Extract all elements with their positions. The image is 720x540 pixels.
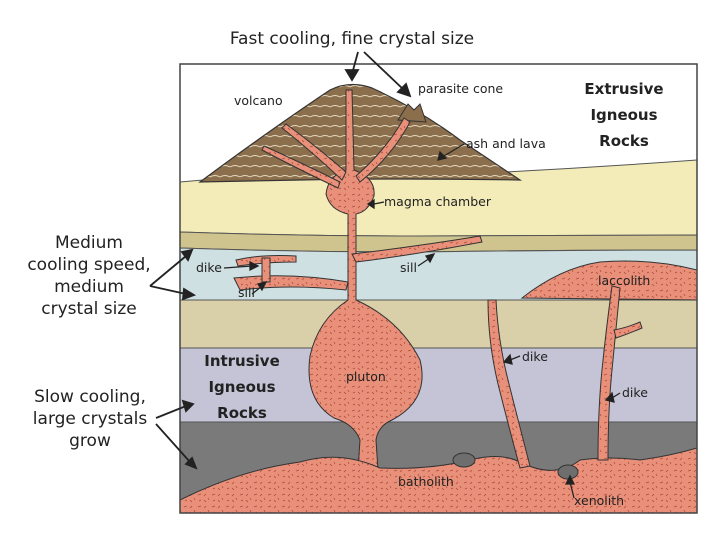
- slow-cooling-note: Slow cooling, large crystals grow: [16, 386, 164, 452]
- layer-tan: [180, 300, 697, 348]
- medium-line-2: cooling speed,: [14, 254, 164, 276]
- intrusive-title-1: Intrusive: [204, 352, 280, 370]
- extrusive-title-1: Extrusive: [584, 80, 663, 98]
- label-dike-left: dike: [196, 260, 222, 275]
- slow-line-3: grow: [16, 430, 164, 452]
- extrusive-title-2: Igneous: [590, 106, 657, 124]
- label-laccolith: laccolith: [598, 273, 650, 288]
- extrusive-title-3: Rocks: [599, 132, 649, 150]
- label-pluton: pluton: [346, 369, 386, 384]
- medium-cooling-note: Medium cooling speed, medium crystal siz…: [14, 232, 164, 320]
- label-batholith: batholith: [398, 474, 454, 489]
- label-ash-and-lava: ash and lava: [466, 136, 546, 151]
- slow-line-2: large crystals: [16, 408, 164, 430]
- medium-line-4: crystal size: [14, 298, 164, 320]
- xenolith-shape: [453, 453, 475, 467]
- label-magma-chamber: magma chamber: [384, 194, 492, 209]
- label-volcano: volcano: [234, 93, 283, 108]
- label-dike-right: dike: [622, 385, 648, 400]
- medium-line-1: Medium: [14, 232, 164, 254]
- medium-line-3: medium: [14, 276, 164, 298]
- label-xenolith: xenolith: [574, 493, 624, 508]
- slow-line-1: Slow cooling,: [16, 386, 164, 408]
- label-sill-right: sill: [400, 260, 417, 275]
- label-parasite-cone: parasite cone: [418, 81, 503, 96]
- xenolith-shape: [558, 465, 578, 479]
- label-sill-left: sill: [238, 285, 255, 300]
- intrusive-title-3: Rocks: [217, 404, 267, 422]
- intrusive-title-2: Igneous: [208, 378, 275, 396]
- label-dike-middle: dike: [522, 349, 548, 364]
- heading: Fast cooling, fine crystal size: [230, 29, 474, 49]
